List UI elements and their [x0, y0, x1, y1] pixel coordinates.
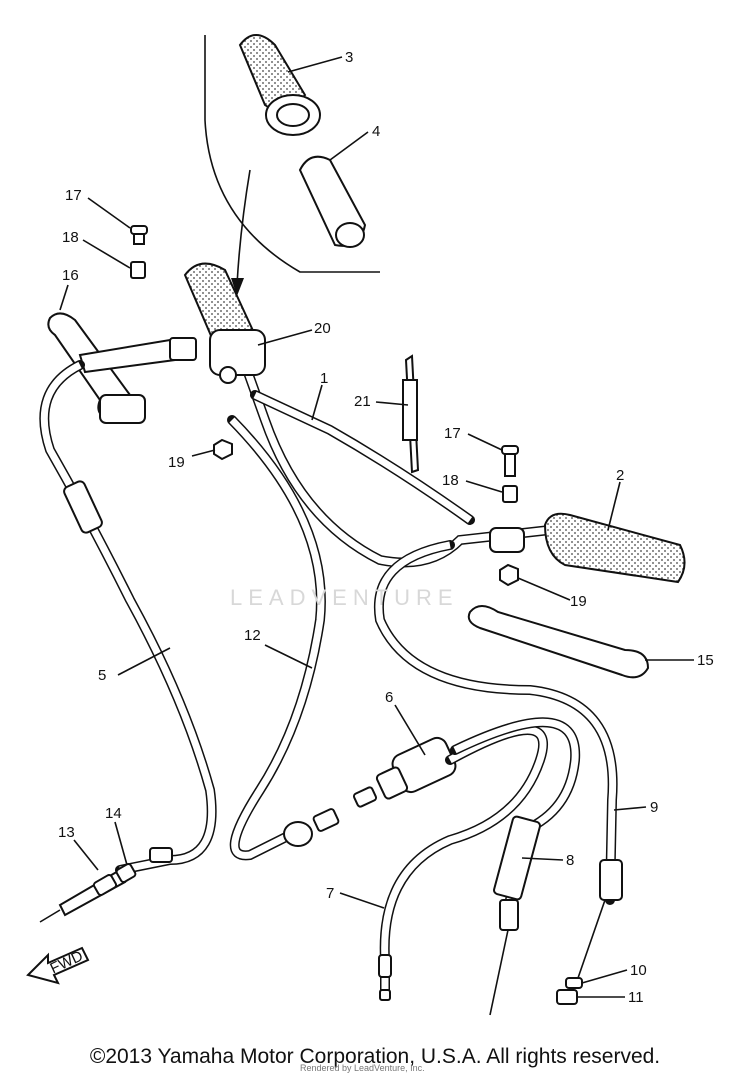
part-15-brake-lever: [467, 605, 650, 679]
part-3-grip: [238, 34, 321, 136]
watermark: LEADVENTURE: [230, 585, 459, 610]
copyright-text: ©2013 Yamaha Motor Corporation, U.S.A. A…: [89, 1045, 661, 1068]
part-19-nut-left: [213, 438, 233, 461]
part-6-junction: [352, 736, 457, 808]
callout-9: 9: [650, 799, 658, 816]
callout-18-right: 18: [442, 472, 459, 489]
part-20-throttle-housing: [209, 329, 266, 384]
callout-18-left: 18: [62, 229, 79, 246]
callout-21: 21: [354, 393, 371, 410]
callout-7: 7: [326, 885, 334, 902]
leader-lines: [59, 56, 694, 998]
callout-16: 16: [62, 267, 79, 284]
inset-border: [204, 35, 380, 273]
callout-1: 1: [320, 370, 328, 387]
render-note: Rendered by LeadVenture, Inc.: [300, 1063, 425, 1073]
inset-arrowhead: [231, 278, 244, 296]
callout-10: 10: [630, 962, 647, 979]
callout-11: 11: [628, 989, 644, 1006]
callout-15: 15: [697, 652, 714, 669]
part-18-collar-right: [502, 485, 518, 503]
callout-5: 5: [98, 667, 106, 684]
part-14-locknut: [115, 863, 137, 883]
part-2-right-grip: [543, 512, 686, 584]
part-8-cable: [450, 717, 581, 1016]
callout-2: 2: [616, 467, 624, 484]
part-12-throttle-cable: [227, 415, 340, 861]
part-13-adjuster: [92, 874, 118, 896]
part-17-screw-right: [501, 445, 519, 477]
callout-4: 4: [372, 123, 380, 140]
callout-13: 13: [58, 824, 75, 841]
right-lever-bracket: [489, 527, 525, 553]
callout-17-left: 17: [65, 187, 82, 204]
part-11-end: [556, 989, 578, 1005]
callout-20: 20: [314, 320, 331, 337]
callout-14: 14: [105, 805, 122, 822]
part-21-cable-tie: [402, 354, 420, 474]
callout-12: 12: [244, 627, 261, 644]
callout-6: 6: [385, 689, 393, 706]
part-7-cable: [378, 725, 549, 1001]
part-18-collar-left: [130, 261, 146, 279]
fwd-arrow: FWD: [26, 946, 90, 985]
callout-17-right: 17: [444, 425, 461, 442]
fwd-label: FWD: [48, 947, 86, 977]
inset-arrow: [236, 169, 251, 286]
callout-8: 8: [566, 852, 574, 869]
clutch-adjuster-nut: [169, 337, 197, 361]
callout-19-left: 19: [168, 454, 185, 471]
part-19-nut-right: [499, 563, 519, 587]
part-4-sleeve: [298, 155, 367, 248]
part-17-screw-left: [130, 225, 148, 245]
callout-19-right: 19: [570, 593, 587, 610]
part-1-handlebar: [235, 345, 555, 568]
callout-3: 3: [345, 49, 353, 66]
callout-labels: 3 4 17 18 16 20 1 21 19 17 18 2 19 15 12…: [58, 49, 714, 1006]
part-9-brake-cable: [373, 540, 623, 979]
part-10-nut: [565, 977, 583, 989]
